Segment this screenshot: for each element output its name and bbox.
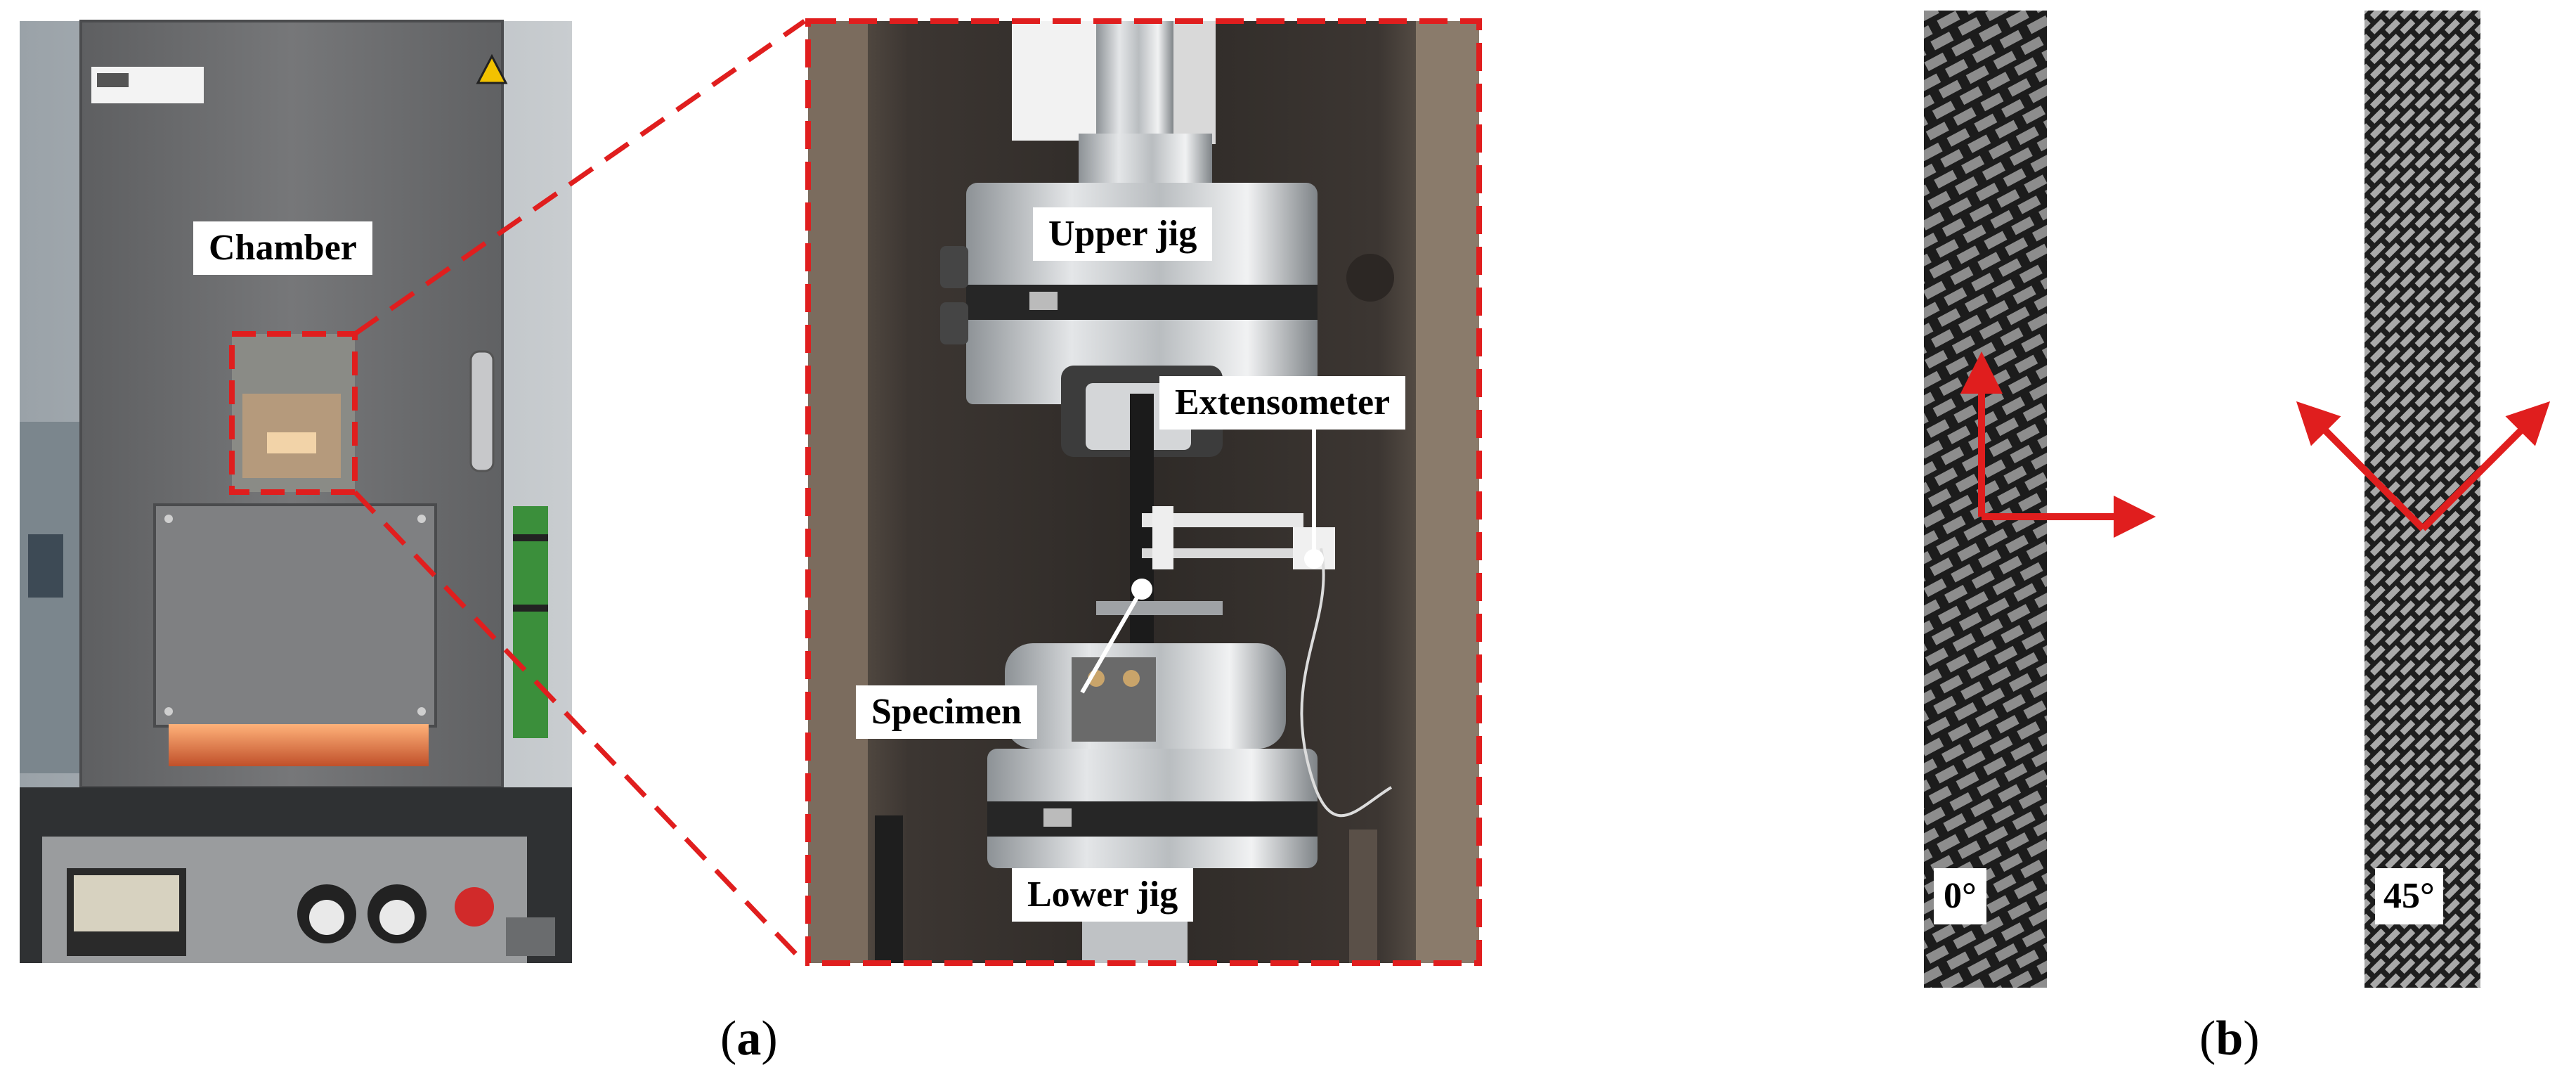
upper-jig-label: Upper jig [1033,207,1213,261]
extensometer-label: Extensometer [1159,376,1406,430]
caption-a: (a) [720,1012,778,1066]
caption-b: (b) [2199,1012,2260,1066]
specimen-point [1131,579,1152,600]
chamber-label: Chamber [193,221,372,275]
specimen-strip-45 [2364,11,2480,988]
chamber-photo [20,20,572,963]
specimen-label: Specimen [856,685,1037,739]
axis-arrow-right-45 [2420,401,2551,531]
axis-arrow-left-45 [2296,401,2426,531]
specimen-leader [1080,588,1144,694]
extensometer-point [1304,549,1324,569]
fixture-photo [808,21,1479,963]
angle-label-45: 45° [2375,868,2443,924]
angle-label-0: 0° [1934,868,1986,924]
caption-b-letter: b [2216,1012,2244,1066]
callout-line-top [353,19,806,336]
zoom-frame [805,18,1482,966]
lower-jig-label: Lower jig [1012,868,1194,922]
callout-line-bottom [353,490,807,965]
caption-a-letter: a [736,1012,762,1066]
specimen-strip-0 [1924,11,2047,988]
